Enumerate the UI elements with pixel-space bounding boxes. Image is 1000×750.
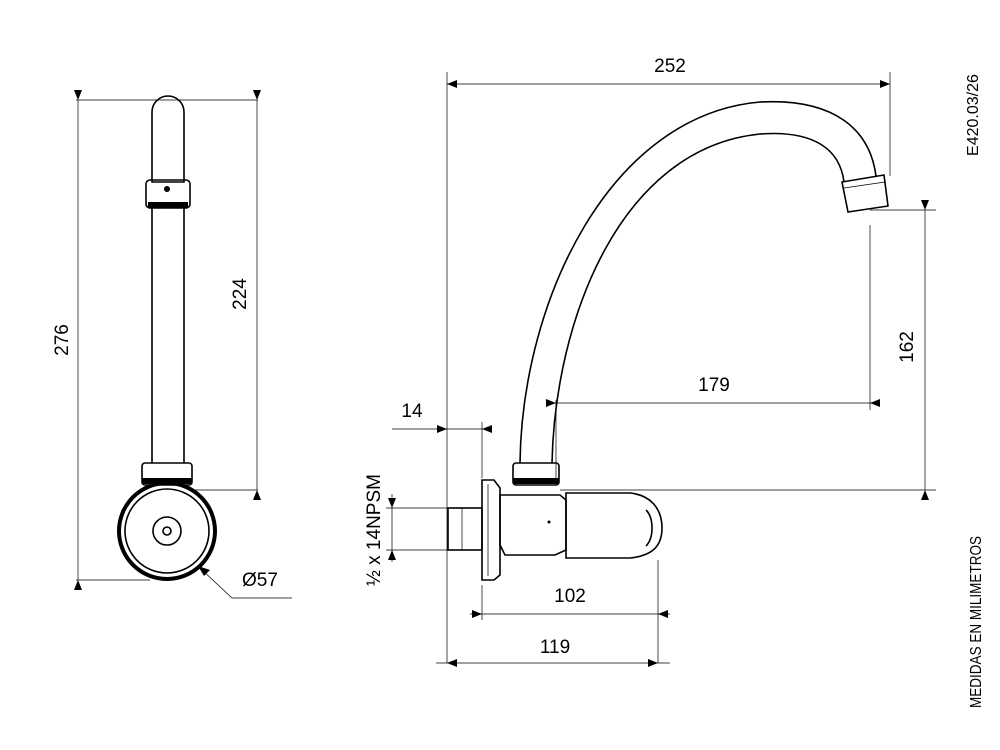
wall-flange — [481, 479, 501, 581]
dim-spout-offset: 179 — [698, 375, 730, 396]
threaded-inlet — [447, 507, 483, 551]
handle-cap — [645, 509, 653, 547]
side-view: 252 162 179 14 ½ x 14NPSM 102 — [364, 56, 936, 667]
base-outer — [117, 481, 217, 581]
dim-body-length: 102 — [554, 586, 586, 607]
dim-total-height: 276 — [52, 324, 73, 356]
aerator — [841, 174, 889, 213]
dim-overall-length: 119 — [540, 637, 570, 658]
tube-top — [151, 95, 185, 183]
valve-body — [499, 494, 567, 556]
base-cap — [152, 516, 182, 546]
drawing-code: E420.03/26 — [965, 74, 982, 156]
dim-diameter: Ø57 — [242, 570, 278, 591]
dim-outlet-height: 162 — [897, 331, 918, 363]
base-ring — [124, 488, 210, 574]
collar-screw — [164, 186, 170, 192]
collar-ring — [148, 202, 188, 208]
dim-tube-height: 224 — [230, 278, 251, 310]
spout-nut-ring — [513, 478, 559, 484]
front-view: 276 224 Ø57 — [52, 90, 292, 599]
logo-icon — [162, 526, 172, 536]
spout-inner — [551, 132, 845, 464]
units-note: MEDIDAS EN MILIMETROS — [968, 536, 985, 708]
spout-outer — [519, 100, 877, 464]
dim-wall-depth: 14 — [401, 401, 423, 422]
dim-spout-reach: 252 — [654, 56, 686, 77]
spout-nut — [512, 462, 560, 486]
handle — [565, 492, 663, 559]
dim-thread: ½ x 14NPSM — [364, 474, 385, 586]
tube-body — [151, 208, 185, 463]
